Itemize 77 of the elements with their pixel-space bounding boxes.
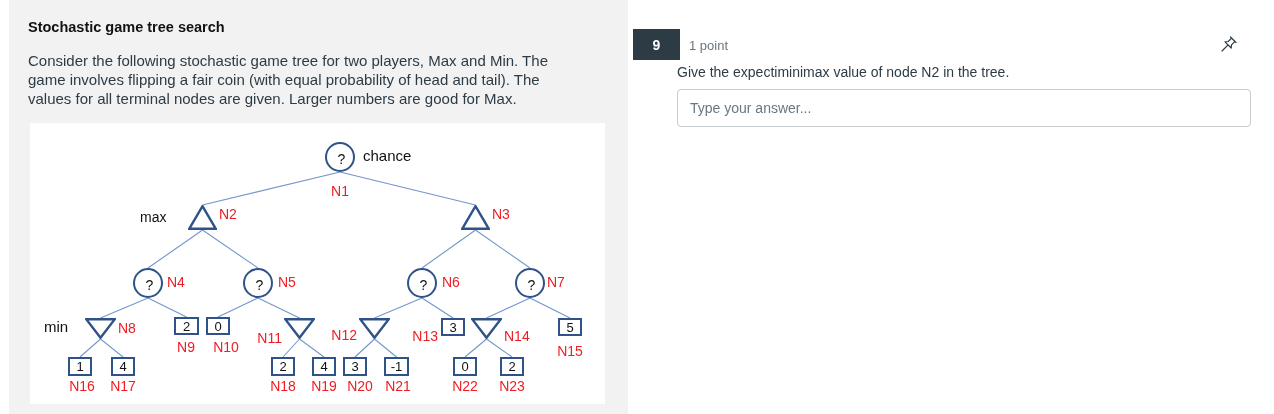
chance-node: ? [133, 268, 163, 298]
node-label: N8 [118, 321, 136, 335]
min-node-triangle [85, 318, 116, 339]
edge-line [485, 297, 531, 319]
chance-node: ? [407, 268, 437, 298]
edge-line [147, 297, 188, 318]
terminal-node: 4 [111, 357, 135, 376]
edge-line [373, 338, 398, 358]
edge-line [485, 338, 513, 358]
min-node-triangle [284, 318, 315, 339]
terminal-node: 1 [68, 357, 92, 376]
node-label: N3 [492, 207, 510, 221]
node-label: N18 [270, 379, 296, 393]
level-label: max [140, 210, 167, 224]
node-label: N5 [278, 275, 296, 289]
points-text: 1 point [689, 38, 729, 54]
node-label: N12 [331, 328, 357, 342]
terminal-node: 2 [271, 357, 295, 376]
node-label: N23 [499, 379, 525, 393]
edge-line [201, 229, 259, 269]
max-node-triangle [188, 205, 217, 230]
edge-line [529, 297, 571, 319]
terminal-node: 4 [312, 357, 336, 376]
edge-line [147, 229, 204, 269]
node-label: N1 [331, 184, 349, 198]
edge-line [339, 171, 477, 206]
min-node-triangle [471, 318, 502, 339]
edge-line [298, 338, 325, 358]
terminal-node: 2 [500, 357, 524, 376]
node-label: N17 [110, 379, 136, 393]
edge-line [282, 338, 301, 358]
edge-line [99, 297, 149, 319]
edge-line [99, 338, 124, 358]
node-label: N13 [412, 329, 438, 343]
terminal-node: 3 [343, 357, 367, 376]
node-label: N7 [547, 275, 565, 289]
edge-line [474, 229, 531, 269]
node-label: N2 [219, 207, 237, 221]
node-label: N21 [385, 379, 411, 393]
node-label: N11 [257, 331, 282, 345]
question-text: Give the expectiminimax value of node N2 in the tree. [677, 64, 1010, 81]
min-node-triangle [359, 318, 390, 339]
chance-node: ? [515, 268, 545, 298]
node-label: N9 [177, 340, 195, 354]
edge-line [421, 297, 454, 319]
answer-field: Type your answer... [677, 89, 1251, 127]
max-node-triangle [461, 205, 490, 230]
terminal-node: 0 [206, 317, 230, 335]
level-label: min [44, 318, 69, 334]
terminal-node: 2 [174, 317, 199, 335]
level-label: chance [363, 147, 412, 163]
node-label: N4 [167, 275, 185, 289]
terminal-node: 0 [453, 357, 477, 376]
edge-line [201, 171, 341, 206]
instructions-text: Consider the following stochastic game tree for two players, Max and Min. The game involves flipping a fair coin (with equal probability of head and tail). The values for all terminal nodes are given. Larger numbers are good for Max. [28, 51, 549, 108]
edge-line [217, 297, 259, 318]
edge-line [421, 229, 477, 269]
node-label: N14 [504, 329, 530, 343]
chance-node: ? [325, 142, 355, 172]
node-label: N6 [442, 275, 460, 289]
terminal-node: 5 [558, 318, 582, 336]
chance-node: ? [243, 268, 273, 298]
node-label: N15 [557, 344, 583, 358]
terminal-node: -1 [384, 357, 409, 376]
edge-line [354, 338, 376, 358]
edge-line [373, 297, 423, 319]
node-label: N22 [452, 379, 478, 393]
node-label: N19 [311, 379, 337, 393]
edge-line [257, 297, 301, 319]
title-text: Stochastic game tree search [28, 18, 225, 36]
question-number: 9 [633, 29, 680, 60]
node-label: N20 [347, 379, 373, 393]
terminal-node: 3 [441, 318, 465, 336]
node-label: N10 [213, 340, 239, 354]
node-label: N16 [69, 379, 95, 393]
edge-line [464, 338, 488, 358]
edge-line [79, 338, 102, 358]
